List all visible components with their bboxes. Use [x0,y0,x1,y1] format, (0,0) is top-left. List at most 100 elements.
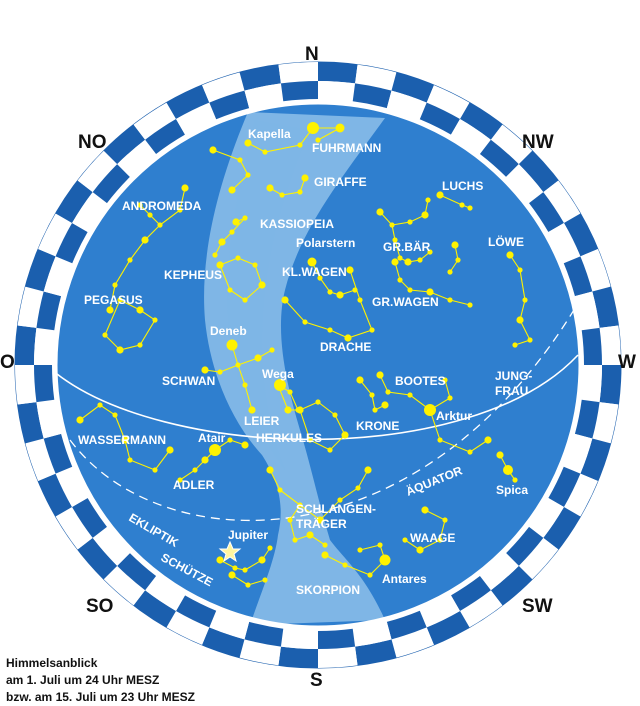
ring-segment-outer [133,590,176,628]
ring-segment-inner [72,192,107,232]
star [447,297,453,303]
ring-segment-inner [145,576,185,611]
ring-segment-inner [451,119,491,154]
star [426,288,434,296]
star [112,282,118,288]
ring-segment-inner [280,81,318,102]
ring-segment-inner [548,466,581,507]
label-kepheus: KEPHEUS [164,268,222,282]
star [152,317,158,323]
ring-segment-inner [55,223,88,264]
star [277,487,283,493]
star [392,237,398,243]
star [442,377,448,383]
star [242,297,248,303]
star [229,229,235,235]
ring-segment-inner [34,365,55,403]
star [512,342,518,348]
star [242,567,248,573]
star [437,437,443,443]
ring-segment-inner [36,291,62,331]
ring-segment-inner [581,327,602,365]
sky-border [54,101,582,629]
star [357,297,363,303]
ring-segment-inner [419,102,460,135]
ring-segment-outer [38,213,73,257]
ring-segment-inner [117,553,157,591]
label-skorpion: SKORPION [296,583,360,597]
direction-west: W [618,352,636,373]
star [266,466,274,474]
label-leier: LEIER [244,414,280,428]
ring-segment-outer [15,365,37,405]
star [287,517,293,523]
ring-segment-outer [77,150,118,193]
ring-segment-outer [490,124,533,165]
label-fuhrmann: FUHRMANN [312,141,381,155]
star [292,537,298,543]
star [218,238,226,246]
ring-segment-outer [278,646,318,668]
star [252,262,258,268]
label-schwan: SCHWAN [162,374,215,388]
star [527,337,533,343]
direction-southwest: SW [522,596,553,617]
ring-segment-outer [17,402,44,444]
star [315,399,321,405]
bright-star [335,123,345,133]
star [287,389,293,395]
star [266,184,274,192]
label-pegasus: PEGASUS [84,293,143,307]
ring-segment-outer [25,438,56,481]
ring-segment-outer [55,180,93,223]
star [235,362,241,368]
ring-segment-inner [419,595,460,628]
label-atair: Atair [198,431,226,445]
star [228,571,236,579]
label-drache: DRACHE [320,340,371,354]
ring-segment-outer [592,402,619,444]
star [228,186,236,194]
ring-segment-inner [72,498,107,538]
star [377,542,383,548]
ring-segment-outer [55,507,93,550]
star [258,281,266,289]
ring-segment-outer [543,180,581,223]
star [506,251,514,259]
ring-segment-inner [574,399,600,439]
ring-segment-outer [38,473,73,517]
ring-segment-inner [581,365,602,403]
ring-segment-outer [518,150,559,193]
ring-segment-outer [563,213,598,257]
star [522,297,528,303]
star [137,202,143,208]
star [212,252,218,258]
star [102,332,108,338]
ring-segment-outer [202,72,245,103]
star [417,257,423,263]
label-loewe: LÖWE [488,234,524,249]
label-kapella: Kapella [248,127,291,141]
star [245,582,251,588]
ring-segment-outer [166,610,210,645]
ring-segment-outer [391,627,434,658]
ring-segment-outer [103,124,146,165]
constellation-line [324,544,386,576]
star [407,287,413,293]
star [484,436,492,444]
star [237,157,243,163]
star [141,236,149,244]
ring-segment-outer [592,286,619,328]
star [369,327,375,333]
star [245,172,251,178]
stars [76,122,533,588]
direction-northeast: NO [78,132,107,153]
star [192,467,198,473]
star [147,212,153,218]
label-traeger: TRÄGER [296,516,347,531]
ring-segment-outer [426,610,470,645]
star [512,477,518,483]
star [117,297,123,303]
ring-segment-outer [460,102,503,140]
